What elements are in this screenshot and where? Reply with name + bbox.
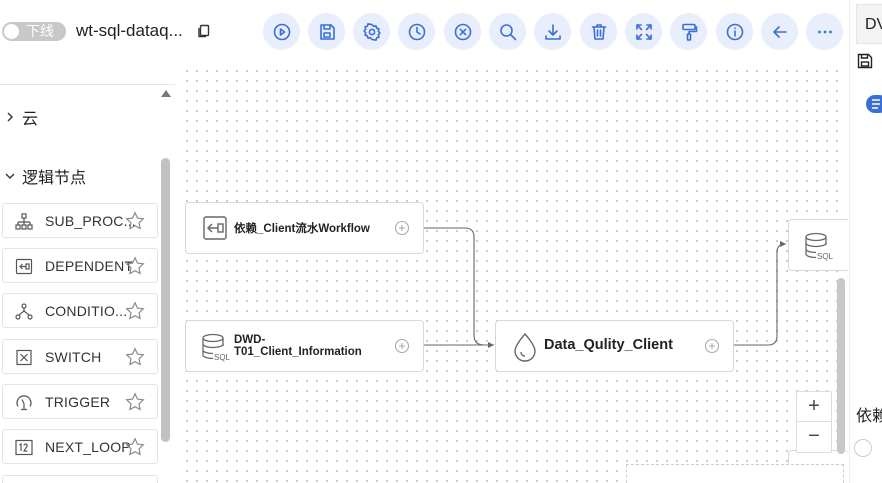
run-button[interactable] (263, 13, 300, 50)
zoom-in-button[interactable]: + (797, 392, 831, 422)
workflow-header: 下线 wt-sql-dataq... (0, 0, 882, 62)
palette-item-switch[interactable]: SWITCH (2, 339, 158, 374)
star-icon[interactable] (125, 211, 145, 231)
delete-icon (591, 23, 606, 40)
dag-canvas[interactable] (178, 62, 846, 483)
task-node-label-line2: T01_Client_Information (234, 346, 362, 358)
sql-database-icon: SQL (805, 232, 833, 261)
palette-item-sub-process[interactable]: SUB_PROC... (2, 203, 158, 238)
more-button[interactable] (806, 13, 843, 50)
back-button[interactable] (761, 13, 798, 50)
copy-icon[interactable] (196, 23, 212, 39)
scroll-up-arrow-icon[interactable] (160, 88, 172, 98)
category-label: 云 (22, 111, 39, 128)
right-panel-tab[interactable]: DV (856, 4, 882, 44)
dependency-label: 依赖 (856, 408, 882, 425)
settings-icon (362, 22, 381, 41)
delete-button[interactable] (580, 13, 617, 50)
info-button[interactable] (716, 13, 753, 50)
zoom-out-button[interactable]: − (808, 425, 820, 447)
category-label: 逻辑节点 (22, 170, 87, 187)
task-node-sql[interactable]: SQL DWD- T01_Client_Information (185, 320, 424, 372)
task-node-label-line1: DWD- (234, 334, 266, 346)
toggle-label: 下线 (26, 23, 54, 39)
run-icon (273, 23, 290, 40)
search-button[interactable] (489, 13, 526, 50)
cancel-button[interactable] (444, 13, 481, 50)
right-panel-divider (849, 0, 850, 483)
task-node-data-quality[interactable]: Data_Qulity_Client (495, 320, 734, 372)
palette-item-partial (2, 475, 158, 483)
save-button[interactable] (308, 13, 345, 50)
task-node-sql-partial[interactable]: SQL (788, 219, 848, 271)
task-node-dependent[interactable]: 依赖_Client流水Workflow (185, 202, 424, 254)
sql-database-icon: SQL (202, 333, 230, 362)
palette-item-label: DEPENDENT (45, 258, 134, 274)
star-icon[interactable] (125, 392, 145, 412)
toggle-knob (4, 24, 19, 39)
palette-scrollbar[interactable] (161, 158, 170, 442)
canvas-minimap[interactable] (626, 464, 844, 483)
category-logic-nodes[interactable]: 逻辑节点 (4, 164, 86, 188)
search-icon (499, 23, 516, 40)
download-icon (544, 23, 561, 40)
fullscreen-icon (635, 23, 652, 40)
back-icon (772, 25, 787, 38)
conditions-icon (15, 303, 33, 320)
save-icon[interactable] (856, 52, 874, 70)
more-icon (817, 30, 832, 33)
star-icon[interactable] (125, 301, 145, 321)
right-panel-tab-label: DV (865, 16, 882, 33)
settings-button[interactable] (353, 13, 390, 50)
next-loop-icon (15, 439, 33, 456)
canvas-scrollbar[interactable] (837, 278, 845, 454)
palette-item-label: SUB_PROC... (45, 213, 136, 229)
fullscreen-button[interactable] (625, 13, 662, 50)
trigger-icon (16, 395, 32, 411)
save-icon (319, 23, 335, 40)
star-icon[interactable] (125, 347, 145, 367)
add-circle-icon[interactable] (704, 338, 720, 354)
palette-item-label: CONDITIO... (45, 303, 128, 319)
data-quality-icon (514, 332, 536, 362)
add-circle-icon[interactable] (394, 338, 410, 354)
sub-process-icon (15, 213, 33, 230)
dependent-icon (203, 216, 227, 240)
download-button[interactable] (534, 13, 571, 50)
cancel-icon (454, 23, 471, 40)
palette-item-conditions[interactable]: CONDITIO... (2, 293, 158, 328)
online-toggle[interactable]: 下线 (2, 22, 66, 41)
star-icon[interactable] (125, 437, 145, 457)
workflow-title: wt-sql-dataq... (76, 21, 183, 40)
task-node-label: 依赖_Client流水Workflow (234, 223, 370, 235)
palette-item-label: SWITCH (45, 349, 102, 365)
switch-icon (16, 349, 32, 366)
dependency-radio[interactable] (854, 439, 872, 457)
category-cloud[interactable]: 云 (4, 105, 38, 129)
chevron-right-icon (7, 112, 13, 122)
document-icon[interactable] (864, 94, 882, 114)
palette-item-trigger[interactable]: TRIGGER (2, 384, 158, 419)
chevron-down-icon (5, 173, 15, 179)
format-button[interactable] (670, 13, 707, 50)
task-node-label: Data_Qulity_Client (544, 337, 673, 353)
format-icon (681, 23, 697, 41)
palette-item-label: TRIGGER (45, 394, 111, 410)
dependent-icon (15, 258, 33, 275)
palette-item-label: NEXT_LOOP (45, 439, 131, 455)
svg-text:SQL: SQL (214, 353, 230, 362)
zoom-control: + − (796, 391, 832, 453)
clock-icon (408, 23, 425, 40)
timing-button[interactable] (398, 13, 435, 50)
palette-item-next-loop[interactable]: NEXT_LOOP (2, 429, 158, 464)
star-icon[interactable] (125, 256, 145, 276)
svg-text:SQL: SQL (817, 252, 833, 261)
info-icon (726, 23, 743, 40)
node-palette: 云 逻辑节点 SUB_PROC... DEPENDENT CONDITIO...… (0, 84, 175, 483)
add-circle-icon[interactable] (394, 220, 410, 236)
palette-item-dependent[interactable]: DEPENDENT (2, 248, 158, 283)
